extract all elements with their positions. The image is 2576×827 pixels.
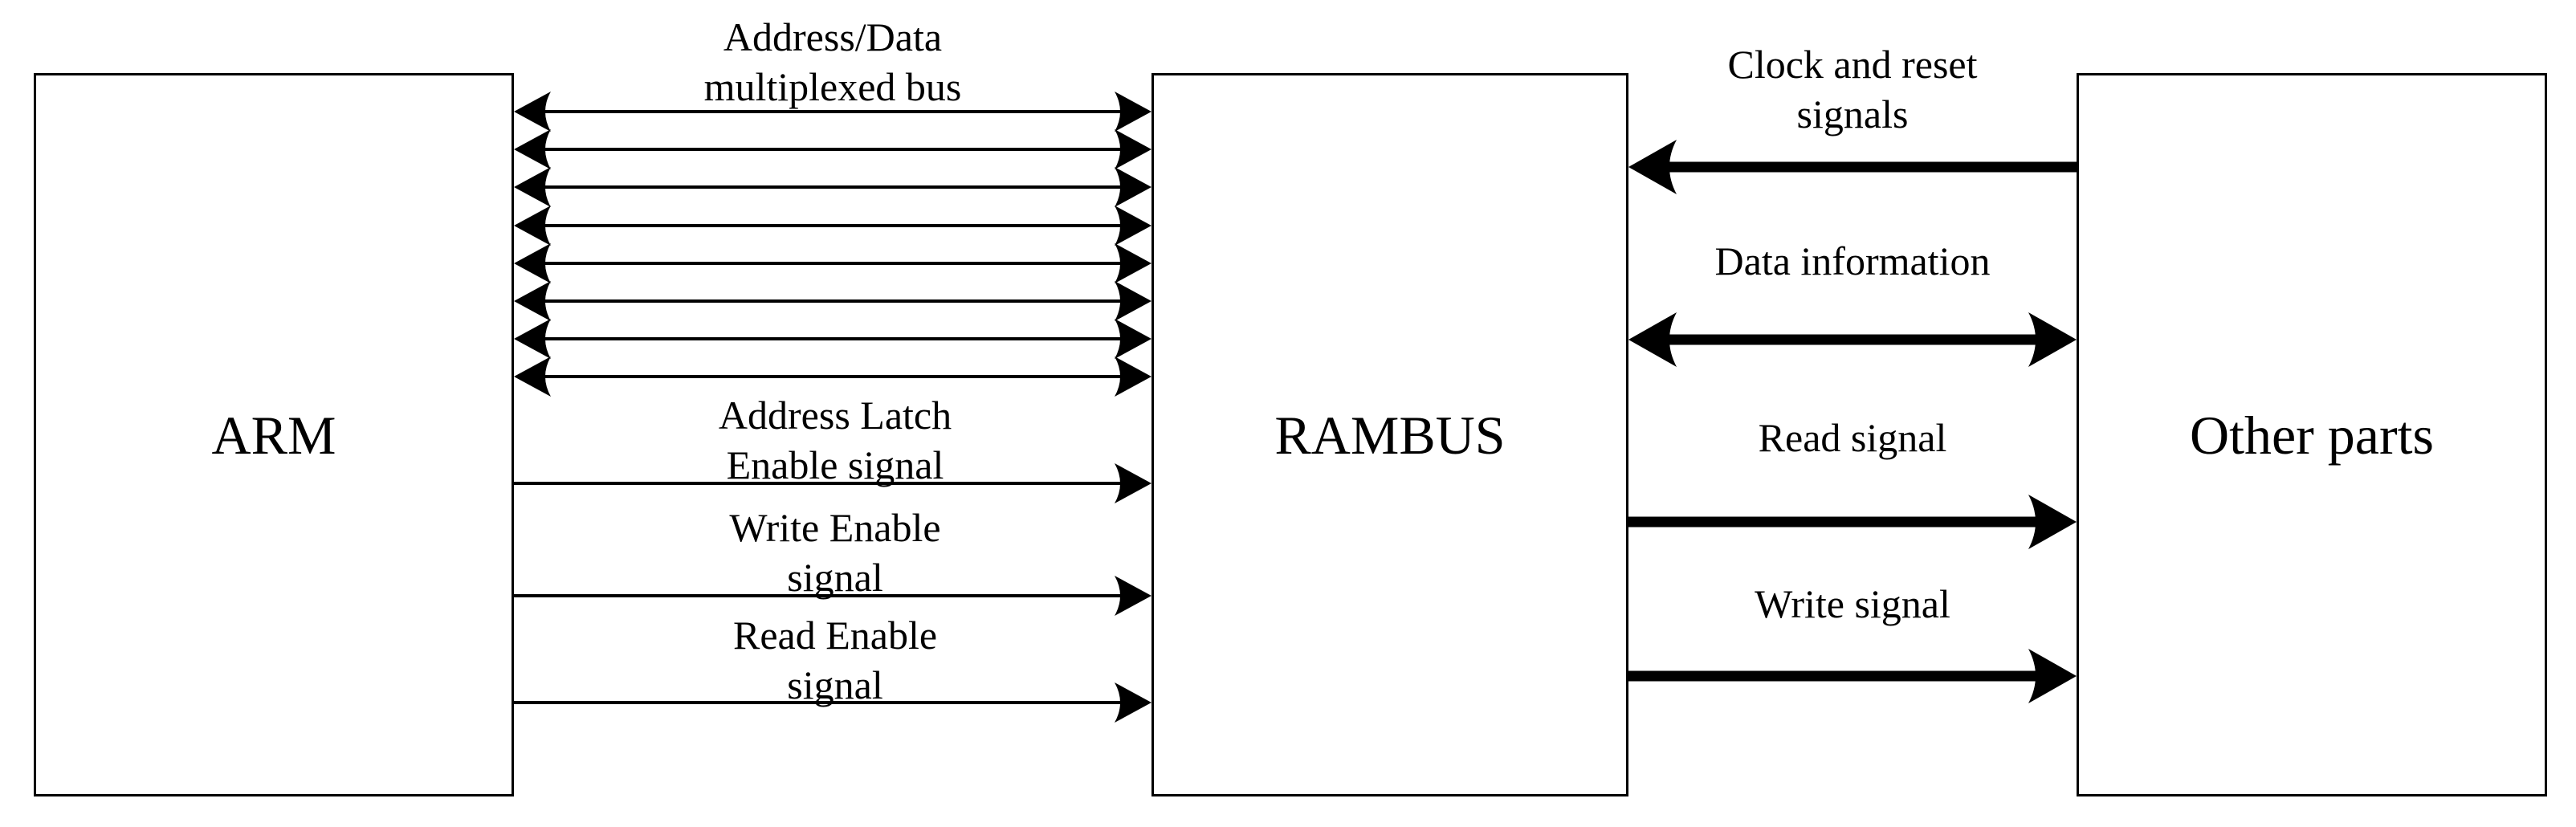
read-signal-arrow [1628, 495, 2077, 549]
arrowhead-left-icon [1628, 140, 1677, 194]
data-information-arrow [1628, 312, 2077, 367]
bus-line-4 [514, 206, 1151, 246]
block-arm: ARM [34, 73, 514, 796]
arrowhead-right-icon [2028, 649, 2077, 703]
bus-label-line1: Address/Data [723, 14, 943, 59]
bus-line-8 [514, 356, 1151, 397]
block-arm-label: ARM [211, 404, 336, 466]
write-signal-label-text: Write signal [1755, 581, 1950, 626]
write-signal-arrow [1628, 649, 2077, 703]
write-enable-label: Write Enable signal [729, 503, 940, 602]
arrowhead-right-icon [2028, 495, 2077, 549]
bus-line-3 [514, 167, 1151, 207]
block-rambus-label: RAMBUS [1274, 404, 1506, 466]
address-latch-enable-label: Address Latch Enable signal [719, 390, 952, 490]
read-enable-label: Read Enable signal [733, 610, 937, 710]
read-enable-label-line1: Read Enable [732, 613, 938, 658]
clock-reset-label: Clock and reset signals [1727, 39, 1977, 139]
clock-reset-label-line1: Clock and reset [1727, 42, 1978, 87]
bus-label: Address/Data multiplexed bus [704, 12, 962, 112]
block-other-parts-label: Other parts [2189, 404, 2434, 466]
block-rambus: RAMBUS [1151, 73, 1628, 796]
block-other-parts: Other parts [2077, 73, 2547, 796]
write-enable-label-line2: signal [787, 555, 883, 600]
bus-line-5 [514, 243, 1151, 283]
read-enable-label-line2: signal [787, 662, 883, 707]
read-signal-label: Read signal [1759, 413, 1947, 462]
data-information-label-text: Data information [1714, 238, 1991, 283]
clock-reset-label-line2: signals [1796, 92, 1909, 136]
clock-reset-arrow [1628, 140, 2077, 194]
bus-line-2 [514, 129, 1151, 169]
write-signal-label: Write signal [1755, 579, 1950, 629]
bus-line-6 [514, 281, 1151, 321]
bus-line-7 [514, 319, 1151, 359]
bus-line-1 [514, 92, 1151, 132]
bus-label-line2: multiplexed bus [703, 64, 962, 109]
read-enable-arrow [514, 682, 1151, 723]
address-latch-enable-label-line1: Address Latch [718, 393, 952, 438]
data-information-label: Data information [1715, 236, 1991, 286]
write-enable-label-line1: Write Enable [729, 505, 941, 550]
arrowhead-left-icon [1628, 312, 1677, 367]
address-latch-enable-arrow [514, 463, 1151, 503]
address-latch-enable-label-line2: Enable signal [726, 442, 944, 487]
read-signal-label-text: Read signal [1758, 415, 1947, 460]
arrowhead-right-icon [2028, 312, 2077, 367]
write-enable-arrow [514, 576, 1151, 616]
